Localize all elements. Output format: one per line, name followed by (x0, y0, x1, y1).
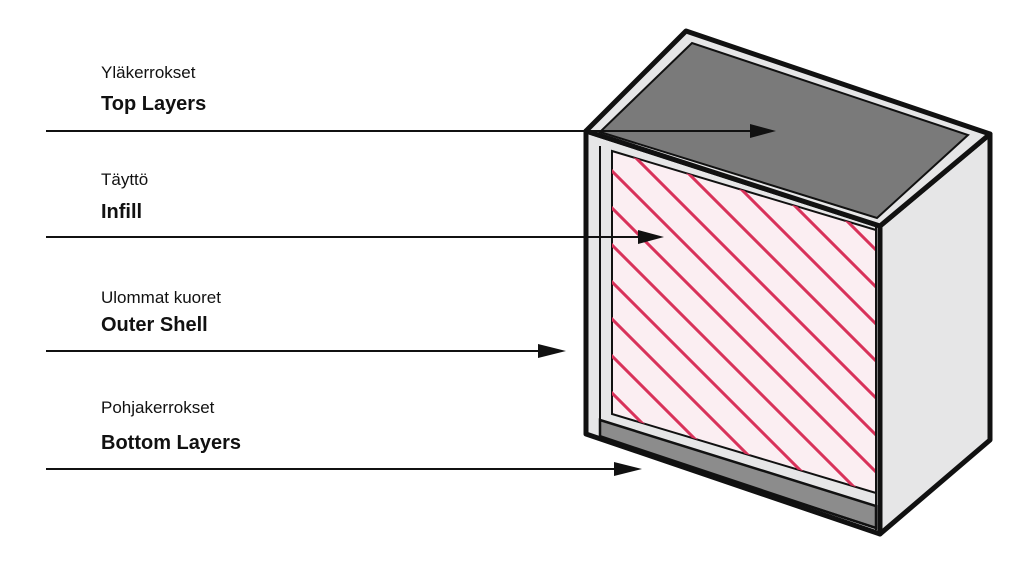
label-outer-shell-fi: Ulommat kuoret (101, 288, 221, 307)
arrow-infill (46, 230, 664, 244)
hatch-line (612, 151, 876, 493)
label-top-layers-en: Top Layers (101, 93, 207, 115)
arrow-outer-shell (46, 344, 566, 358)
top-layer-surface (598, 41, 970, 220)
label-bottom-layers-fi: Pohjakerrokset (101, 398, 215, 417)
hatch-line (612, 151, 876, 493)
hatch-line (612, 151, 876, 493)
hatch-line (0, 0, 597, 573)
label-bottom-layers-en: Bottom Layers (101, 432, 242, 454)
label-infill-en: Infill (101, 201, 143, 223)
label-infill-fi: Täyttö (101, 170, 149, 189)
arrow-bottom-layers (46, 462, 642, 476)
hatch-line (612, 151, 876, 493)
hatch-line (612, 151, 876, 493)
arrow-top-layers (46, 124, 776, 138)
inner-frame-bottom-edge (599, 435, 877, 529)
hatch-line (0, 0, 560, 573)
hatch-line (612, 151, 636, 493)
label-top-layers-fi: Yläkerrokset (101, 63, 196, 82)
hatch-line (612, 151, 673, 493)
hatch-line (612, 151, 876, 493)
label-outer-shell-en: Outer Shell (101, 314, 208, 336)
hatch-line (612, 151, 876, 493)
